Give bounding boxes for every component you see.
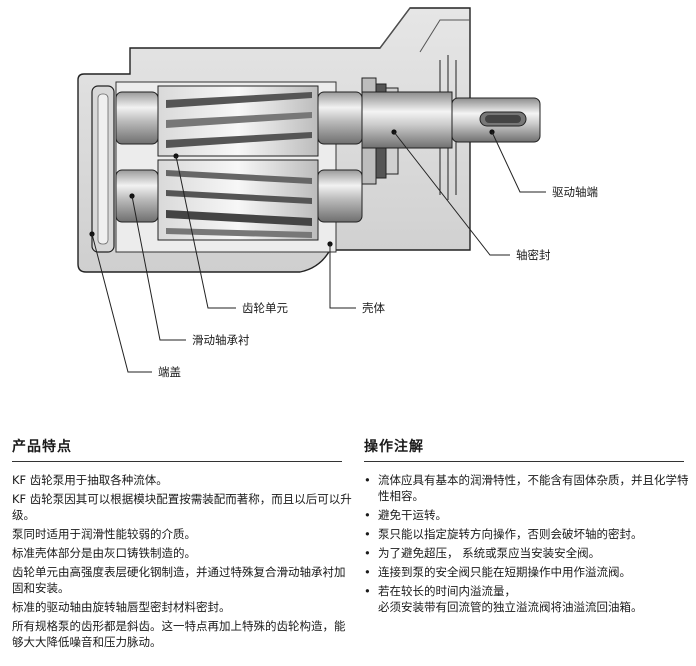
- note-item: • 连接到泵的安全阀只能在短期操作中用作溢流阀。: [364, 564, 690, 580]
- note-item: • 若在较长的时间内溢流量， 必须安装带有回流管的独立溢流阀将油溢流回油箱。: [364, 583, 690, 615]
- note-item: • 泵只能以指定旋转方向操作，否则会破坏轴的密封。: [364, 526, 690, 542]
- features-title: 产品特点: [12, 439, 72, 455]
- label-shaft-seal: 轴密封: [516, 248, 551, 262]
- note-item: • 为了避免超压， 系统或泵应当安装安全阀。: [364, 545, 690, 561]
- feature-paragraph: KF 齿轮泵用于抽取各种流体。: [12, 473, 168, 487]
- bullet-icon: •: [364, 473, 371, 487]
- label-drive-shaft-end: 驱动轴端: [552, 185, 598, 199]
- bullet-icon: •: [364, 508, 371, 522]
- note-item: • 流体应具有基本的润滑特性，不能含有固体杂质，并且化学特性相容。: [364, 472, 690, 504]
- note-text: 泵只能以指定旋转方向操作，否则会破坏轴的密封。: [378, 527, 643, 541]
- feature-paragraph: 泵同时适用于润滑性能较弱的介质。: [12, 527, 196, 541]
- notes-divider: [364, 461, 684, 462]
- gear-unit: [157, 85, 319, 241]
- label-sliding-bearing: 滑动轴承衬: [192, 333, 250, 347]
- sliding-bearing-left: [115, 91, 159, 223]
- features-list: KF 齿轮泵用于抽取各种流体。 KF 齿轮泵因其可以根据模块配置按需装配而著称，…: [12, 472, 352, 653]
- features-divider: [12, 461, 342, 462]
- bullet-icon: •: [364, 527, 371, 541]
- bullet-icon: •: [364, 584, 371, 598]
- note-text: 为了避免超压， 系统或泵应当安装安全阀。: [378, 546, 601, 560]
- feature-paragraph: 齿轮单元由高强度表层硬化钢制造，并通过特殊复合滑动轴承衬加固和安装。: [12, 565, 346, 595]
- note-item: • 避免干运转。: [364, 507, 690, 523]
- notes-title: 操作注解: [364, 439, 424, 455]
- notes-list: • 流体应具有基本的润滑特性，不能含有固体杂质，并且化学特性相容。 • 避免干运…: [364, 472, 690, 618]
- label-housing: 壳体: [362, 301, 385, 315]
- gear-pump-cutaway-diagram: 驱动轴端 轴密封 齿轮单元 壳体 滑动轴承衬 端盖: [77, 7, 598, 379]
- drive-shaft: [361, 91, 541, 149]
- bullet-icon: •: [364, 546, 371, 560]
- end-cover: [91, 85, 115, 253]
- note-text: 流体应具有基本的润滑特性，不能含有固体杂质，并且化学特性相容。: [378, 473, 689, 503]
- leader-lines: [91, 131, 546, 373]
- feature-paragraph: 标准的驱动轴由旋转轴唇型密封材料密封。: [12, 600, 231, 614]
- label-end-cover: 端盖: [158, 365, 181, 379]
- note-text: 若在较长的时间内溢流量， 必须安装带有回流管的独立溢流阀将油溢流回油箱。: [378, 584, 643, 614]
- feature-paragraph: KF 齿轮泵因其可以根据模块配置按需装配而著称，而且以后可以升级。: [12, 492, 352, 522]
- feature-paragraph: 标准壳体部分是由灰口铸铁制造的。: [12, 546, 196, 560]
- note-text: 连接到泵的安全阀只能在短期操作中用作溢流阀。: [378, 565, 631, 579]
- bullet-icon: •: [364, 565, 371, 579]
- feature-paragraph: 所有规格泵的齿形都是斜齿。这一特点再加上特殊的齿轮构造，能够大大降低噪音和压力脉…: [12, 619, 346, 649]
- note-text: 避免干运转。: [378, 508, 447, 522]
- label-gear-unit: 齿轮单元: [242, 301, 288, 315]
